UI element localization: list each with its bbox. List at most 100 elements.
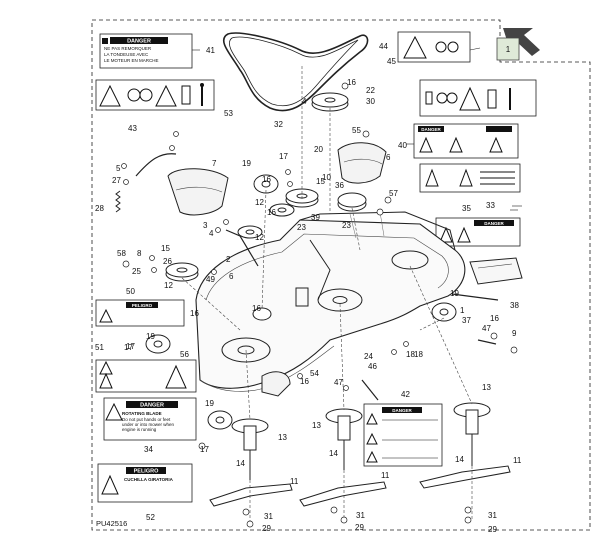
- decal-34-header: DANGER: [140, 403, 164, 409]
- decal-50-header: PELIGRO: [132, 303, 153, 308]
- callout-31: 31: [264, 512, 273, 521]
- callout-37: 37: [462, 316, 471, 325]
- callout-25: 25: [132, 267, 141, 276]
- callout-36: 36: [335, 181, 344, 190]
- pulley-19-upper: [253, 174, 279, 194]
- callout-16: 16: [190, 309, 199, 318]
- callout-11: 11: [381, 471, 390, 480]
- callout-38: 38: [510, 301, 519, 310]
- callout-1: 1: [460, 306, 465, 315]
- callout-19: 19: [242, 159, 251, 168]
- callout-17: 17: [279, 152, 288, 161]
- callout-13: 13: [312, 421, 321, 430]
- spindle-left: [231, 418, 269, 480]
- drive-belt: [222, 32, 369, 112]
- callout-30: 30: [366, 97, 375, 106]
- callout-45: 45: [387, 57, 396, 66]
- gauge-wheel-left-upper: [145, 334, 171, 354]
- callout-16: 16: [300, 377, 309, 386]
- page-marker-label: 1: [506, 45, 511, 54]
- decal-34: DANGER ROTATING BLADE Do not put hands o…: [103, 397, 197, 441]
- callout-16: 16: [262, 175, 271, 184]
- decal-52-header: PELIGRO: [134, 469, 159, 475]
- callout-11: 11: [290, 477, 299, 486]
- decal-42: DANGER: [363, 403, 443, 467]
- decal-34-line-2: Do not put hands or feet: [122, 417, 171, 422]
- callout-33: 33: [486, 201, 495, 210]
- pulley-12-left: [237, 225, 263, 239]
- callout-58: 58: [117, 249, 126, 258]
- rod-37: [451, 293, 499, 301]
- callout-31: 31: [356, 511, 365, 520]
- callout-19: 19: [205, 399, 214, 408]
- callout-5: 5: [116, 164, 121, 173]
- pulley-36: [337, 192, 367, 212]
- decal-42-header: DANGER: [392, 408, 412, 413]
- belt-shield-right: [337, 142, 387, 184]
- callout-19: 19: [146, 332, 155, 341]
- callout-4: 4: [209, 229, 214, 238]
- callout-4: 4: [302, 97, 307, 106]
- callout-49: 49: [206, 275, 215, 284]
- callout-13: 13: [482, 383, 491, 392]
- decal-34-line-3: under or into mower when: [122, 422, 175, 427]
- spindle-center: [325, 408, 363, 470]
- callout-50: 50: [126, 287, 135, 296]
- callout-18: 18: [406, 350, 415, 359]
- callout-6: 6: [386, 153, 391, 162]
- callout-ticks: [192, 47, 522, 211]
- callout-18: 18: [414, 350, 423, 359]
- callout-3: 3: [203, 221, 208, 230]
- callout-17: 17: [200, 445, 209, 454]
- gauge-wheel-left-lower: [207, 410, 233, 430]
- callout-24: 24: [364, 352, 373, 361]
- callout-55: 55: [352, 126, 361, 135]
- callout-31: 31: [488, 511, 497, 520]
- callout-20: 20: [314, 145, 323, 154]
- callout-7: 7: [212, 159, 217, 168]
- gauge-wheel-right: [431, 302, 457, 322]
- callout-29: 29: [355, 523, 364, 532]
- blade-left: [209, 483, 293, 507]
- decal-51: [95, 359, 197, 393]
- decal-35: [419, 163, 521, 193]
- callout-56: 56: [180, 350, 189, 359]
- callout-34: 34: [144, 445, 153, 454]
- diagram-frame: [91, 19, 591, 531]
- decal-41-line-1: NE PAS REMORQUER: [104, 46, 152, 51]
- callout-17: 17: [126, 342, 135, 351]
- callout-6: 6: [229, 272, 234, 281]
- callout-51: 51: [95, 343, 104, 352]
- callout-28: 28: [95, 204, 104, 213]
- rod-46: [361, 379, 379, 401]
- decal-40: DANGER: [413, 123, 519, 159]
- decal-40-header: DANGER: [421, 127, 441, 132]
- hardware-fasteners: [121, 82, 518, 528]
- callout-17: 17: [124, 343, 133, 352]
- callout-27: 27: [112, 176, 121, 185]
- callout-15: 15: [161, 244, 170, 253]
- rod-27: [135, 153, 177, 177]
- callout-29: 29: [262, 524, 271, 533]
- callout-11: 11: [513, 456, 522, 465]
- callout-8: 8: [137, 249, 142, 258]
- gauge-wheel-center: [252, 307, 272, 321]
- north-arrow-icon: [503, 28, 540, 56]
- belt-shield-left: [167, 168, 229, 216]
- callout-19: 19: [450, 289, 459, 298]
- callout-12: 12: [255, 233, 264, 242]
- callout-57: 57: [389, 189, 398, 198]
- decal-43: [95, 79, 215, 111]
- decal-52: PELIGRO CUCHILLA GIRATORIA: [97, 463, 193, 503]
- callout-16: 16: [490, 314, 499, 323]
- leader-lines: [181, 66, 473, 524]
- callout-12: 12: [255, 198, 264, 207]
- callout-15: 15: [316, 177, 325, 186]
- callout-13: 13: [278, 433, 287, 442]
- rod-47: [477, 339, 497, 345]
- callout-16: 16: [267, 208, 276, 217]
- blade-center: [299, 481, 387, 507]
- decal-33-header: DANGER: [484, 221, 504, 226]
- pulley-20: [311, 92, 349, 112]
